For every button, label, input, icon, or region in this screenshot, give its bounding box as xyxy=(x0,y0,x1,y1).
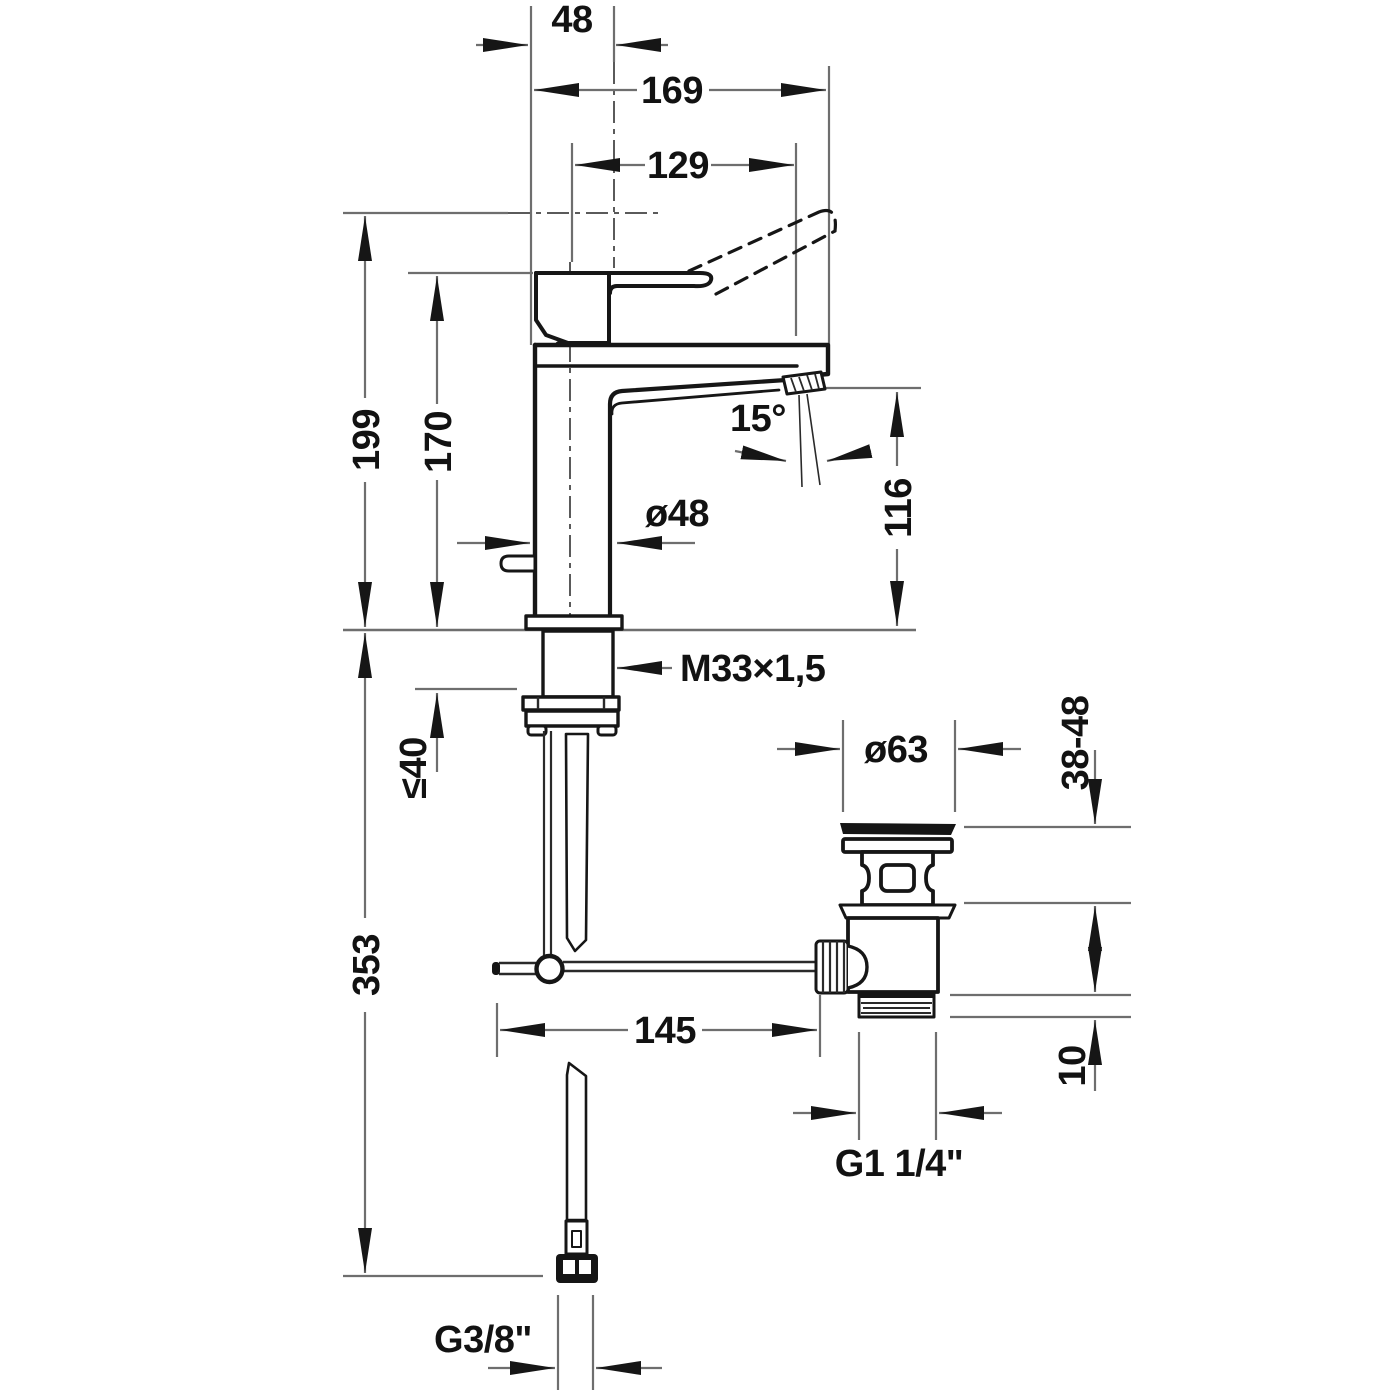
lever-handle-raised-dashed xyxy=(687,208,838,296)
cartridge-cap xyxy=(534,271,611,345)
label-waste-thread-length: 10 xyxy=(1052,1045,1094,1086)
hose-end-nut-facet-right xyxy=(579,1260,591,1274)
hose-end-nut-facet-left xyxy=(563,1260,575,1274)
lever-handle xyxy=(534,271,714,295)
threaded-shank xyxy=(541,629,615,699)
mounting-nut xyxy=(524,709,620,728)
label-max-mounting-thickness: ≤40 xyxy=(393,737,435,799)
label-spout-outlet-height: 116 xyxy=(878,478,920,538)
waste-thread-lines xyxy=(861,1002,932,1014)
supply-hose-lower xyxy=(565,1061,588,1222)
mounting-nut-foot-left xyxy=(526,724,548,737)
base-plate xyxy=(524,614,624,631)
pullrod-knob xyxy=(499,554,537,573)
label-waste-outlet-thread: G1 1/4" xyxy=(835,1143,964,1185)
arrow-15deg-left xyxy=(734,445,787,463)
label-supply-connection-thread: G3/8" xyxy=(434,1319,532,1361)
waste-pivot-nut-knurl xyxy=(821,941,846,993)
label-mounting-thread: M33×1,5 xyxy=(680,648,826,690)
spout-underside-inner xyxy=(610,388,781,416)
waste-neck-window xyxy=(879,863,916,893)
extension-lines-horizontal xyxy=(343,211,1131,1278)
popup-rod-horizontal xyxy=(563,960,816,973)
extension-lines-vertical xyxy=(495,6,957,1390)
label-total-height: 170 xyxy=(418,411,460,473)
spout-deck xyxy=(532,342,831,380)
spout-underside-outer xyxy=(607,377,789,620)
supply-hose-upper xyxy=(564,732,590,953)
hose-fitting-collar-window xyxy=(571,1230,582,1248)
arrow-15deg-right xyxy=(826,444,873,463)
label-waste-flange-diameter: ø63 xyxy=(864,729,928,771)
water-stream xyxy=(798,393,821,488)
undercounter-assembly xyxy=(492,629,816,1283)
waste-pivot-dome xyxy=(847,944,869,990)
dim-stream-angle-15 xyxy=(734,444,873,463)
hose-end-nut xyxy=(556,1254,598,1283)
label-body-diameter: ø48 xyxy=(645,493,709,535)
waste-thread-shoulder xyxy=(859,992,934,998)
waste-flange-plate xyxy=(841,837,954,854)
label-clamping-range: 38-48 xyxy=(1055,696,1097,791)
waste-thread-outline xyxy=(857,990,936,1019)
label-depth-below-deck: 353 xyxy=(346,934,388,996)
label-stream-angle: 15° xyxy=(730,398,786,440)
popup-rod-ball-joint xyxy=(534,953,565,985)
aerator xyxy=(781,370,827,396)
popup-waste-assembly xyxy=(814,823,957,1019)
label-spout-reach: 129 xyxy=(647,145,709,187)
label-spout-reach-outer: 169 xyxy=(641,70,703,112)
popup-rod-stub-cap xyxy=(492,962,500,975)
label-cartridge-width: 48 xyxy=(551,0,592,41)
label-rod-reach: 145 xyxy=(634,1010,696,1052)
label-height-raised: 199 xyxy=(346,409,388,471)
popup-rod-vertical xyxy=(542,731,553,956)
waste-clamp-washer xyxy=(838,903,957,920)
popup-rod-stub xyxy=(499,961,536,976)
mounting-nut-foot-right xyxy=(596,724,618,737)
aerator-hatch xyxy=(790,373,820,393)
mounting-flange-ticks xyxy=(536,697,606,710)
waste-flange-top xyxy=(840,823,956,835)
faucet-body xyxy=(499,208,838,631)
